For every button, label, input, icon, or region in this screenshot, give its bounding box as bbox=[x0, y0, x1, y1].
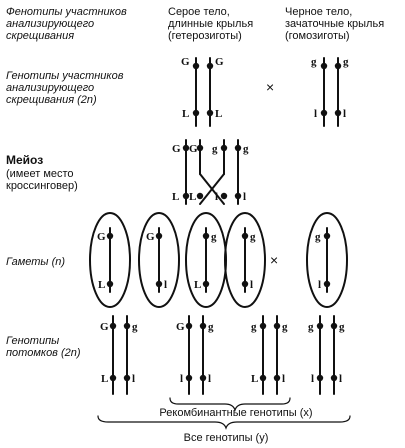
gamete-outline-1 bbox=[89, 212, 131, 308]
allele-offspring1-bottom-right: l bbox=[132, 373, 135, 385]
caption-all-genotypes: Все генотипы (y) bbox=[184, 432, 269, 444]
cross-symbol-parents: × bbox=[266, 79, 274, 95]
allele-parent1-L-right: L bbox=[215, 108, 222, 120]
allele-offspring2-bottom-right: l bbox=[208, 373, 211, 385]
header-homozygous: Черное тело, зачаточные крылья (гомозиго… bbox=[285, 6, 385, 42]
allele-offspring1-top-right: g bbox=[132, 321, 138, 333]
label-meiosis-note: (имеет место кроссинговер) bbox=[6, 168, 78, 192]
allele-meiosis-G2: G bbox=[189, 143, 198, 155]
allele-parent1-L-left: L bbox=[182, 108, 189, 120]
gamete-outline-5 bbox=[306, 212, 348, 308]
allele-offspring2-bottom-left: l bbox=[180, 373, 183, 385]
allele-gamete5-top: g bbox=[315, 231, 321, 243]
allele-offspring4-top-left: g bbox=[308, 321, 314, 333]
caption-recombinant: Рекомбинантные генотипы (x) bbox=[159, 407, 312, 419]
label-parent-phenotypes: Фенотипы участников анализирующего скрещ… bbox=[6, 6, 127, 42]
allele-meiosis-G1: G bbox=[172, 143, 181, 155]
gamete-outline-4 bbox=[224, 212, 266, 308]
allele-offspring1-bottom-left: L bbox=[101, 373, 108, 385]
label-parent-genotypes: Генотипы участников анализирующего скрещ… bbox=[6, 70, 124, 106]
allele-gamete3-top: g bbox=[211, 231, 217, 243]
label-gametes: Гаметы (n) bbox=[6, 256, 66, 268]
allele-gamete2-top: G bbox=[146, 231, 155, 243]
label-offspring-genotypes: Генотипы потомков (2n) bbox=[6, 335, 81, 359]
allele-offspring4-top-right: g bbox=[339, 321, 345, 333]
bracket-all bbox=[97, 415, 351, 430]
allele-parent2-g-right: g bbox=[343, 56, 349, 68]
allele-offspring3-top-right: g bbox=[282, 321, 288, 333]
allele-meiosis-l2: l bbox=[243, 191, 246, 203]
allele-meiosis-g2: g bbox=[243, 143, 249, 155]
allele-offspring2-top-right: g bbox=[208, 321, 214, 333]
allele-parent1-G-right: G bbox=[215, 56, 224, 68]
allele-gamete1-top: G bbox=[97, 231, 106, 243]
allele-gamete1-bottom: L bbox=[98, 279, 105, 291]
allele-offspring4-bottom-left: l bbox=[311, 373, 314, 385]
allele-parent2-l-left: l bbox=[314, 108, 317, 120]
allele-gamete4-bottom: l bbox=[250, 279, 253, 291]
allele-offspring4-bottom-right: l bbox=[339, 373, 342, 385]
allele-parent2-l-right: l bbox=[343, 108, 346, 120]
allele-meiosis-l1: l bbox=[215, 191, 218, 203]
allele-offspring3-bottom-left: L bbox=[251, 373, 258, 385]
allele-parent2-g-left: g bbox=[311, 56, 317, 68]
chromatid-3-cross bbox=[199, 173, 225, 205]
allele-gamete3-bottom: L bbox=[194, 279, 201, 291]
header-heterozygous: Серое тело, длинные крылья (гетерозиготы… bbox=[168, 6, 254, 42]
gamete-outline-2 bbox=[138, 212, 180, 308]
allele-offspring2-top-left: G bbox=[176, 321, 185, 333]
allele-meiosis-L2: L bbox=[189, 191, 196, 203]
allele-offspring1-top-left: G bbox=[100, 321, 109, 333]
allele-offspring3-top-left: g bbox=[251, 321, 257, 333]
cross-symbol-gametes: × bbox=[270, 252, 278, 268]
allele-gamete2-bottom: l bbox=[164, 279, 167, 291]
allele-meiosis-g1: g bbox=[212, 143, 218, 155]
label-meiosis: Мейоз bbox=[6, 153, 44, 167]
allele-parent1-G-left: G bbox=[181, 56, 190, 68]
allele-meiosis-L1: L bbox=[172, 191, 179, 203]
allele-offspring3-bottom-right: l bbox=[282, 373, 285, 385]
allele-gamete5-bottom: l bbox=[318, 279, 321, 291]
allele-gamete4-top: g bbox=[250, 231, 256, 243]
bracket-recombinant bbox=[169, 397, 291, 412]
